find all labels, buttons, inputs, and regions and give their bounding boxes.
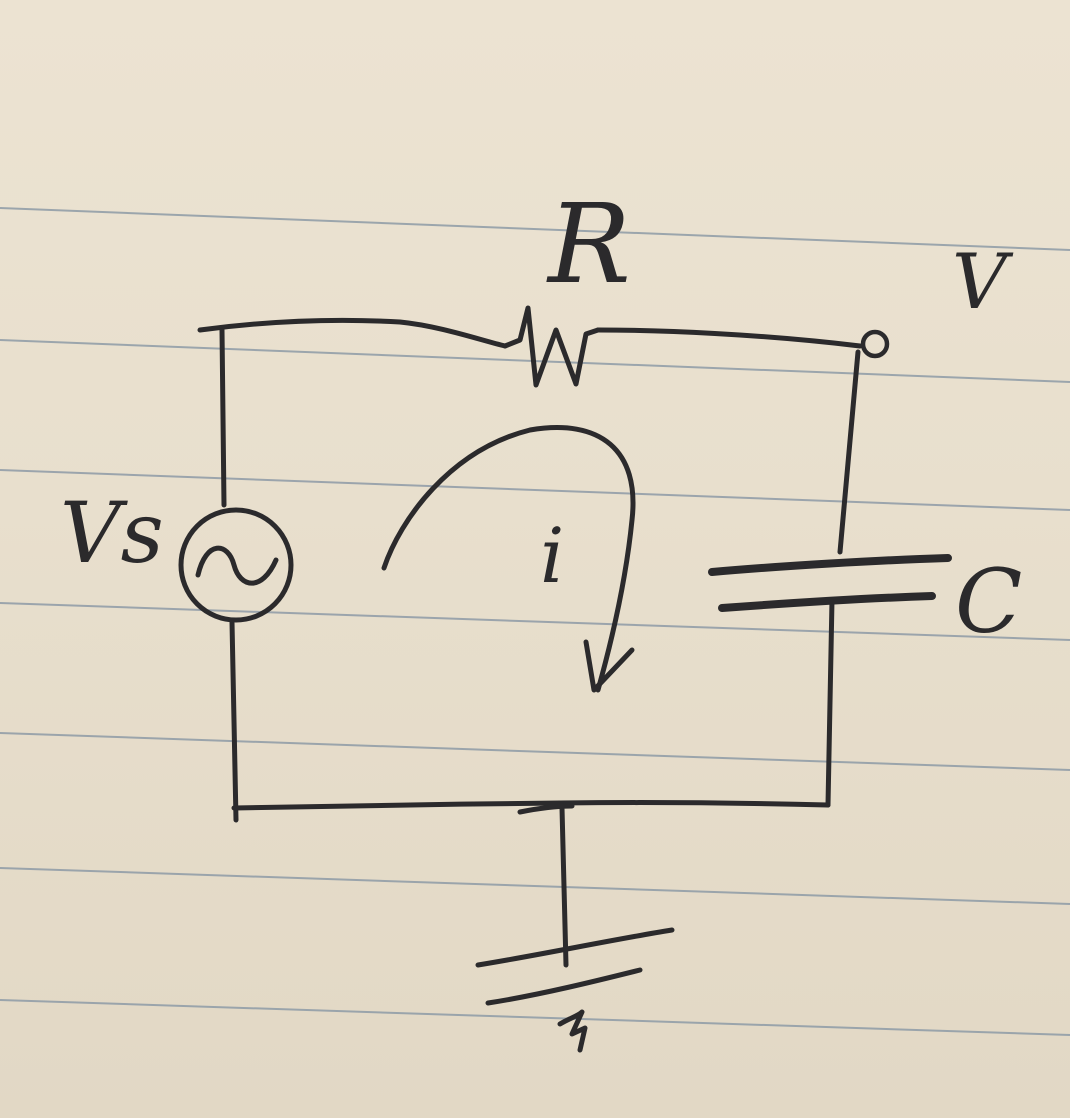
wire-to-ground <box>517 803 575 968</box>
capacitor-symbol <box>708 554 952 612</box>
circuit-wires <box>197 317 863 968</box>
wire-bottom <box>231 800 831 811</box>
wire-left-upper <box>219 327 227 508</box>
resistor-label: R <box>546 180 631 308</box>
current-label: i <box>540 511 564 600</box>
rule-line <box>0 602 1070 641</box>
rule-line <box>0 999 1070 1036</box>
rule-line <box>0 732 1070 771</box>
wire-left-lower <box>229 619 239 823</box>
rule-line <box>0 207 1070 251</box>
wire-right-upper <box>837 349 861 555</box>
source-label: Vs <box>60 484 164 582</box>
wire-right-lower <box>825 597 835 808</box>
wire-top-right <box>595 327 863 349</box>
output-node-terminal <box>860 329 890 359</box>
arrowhead-icon <box>583 639 635 693</box>
capacitor-label: C <box>955 550 1022 653</box>
sine-wave-icon <box>195 545 279 586</box>
wire-top-left <box>197 317 508 349</box>
resistor-symbol <box>502 305 601 388</box>
ac-source-symbol <box>178 507 294 623</box>
rule-line <box>0 867 1070 905</box>
ruled-lines <box>0 207 1070 1036</box>
rule-line <box>0 469 1070 511</box>
output-node-label: V <box>952 237 1014 326</box>
current-loop-arrow <box>381 425 636 693</box>
ground-symbol <box>475 927 675 1053</box>
current-loop-curve <box>381 425 636 693</box>
